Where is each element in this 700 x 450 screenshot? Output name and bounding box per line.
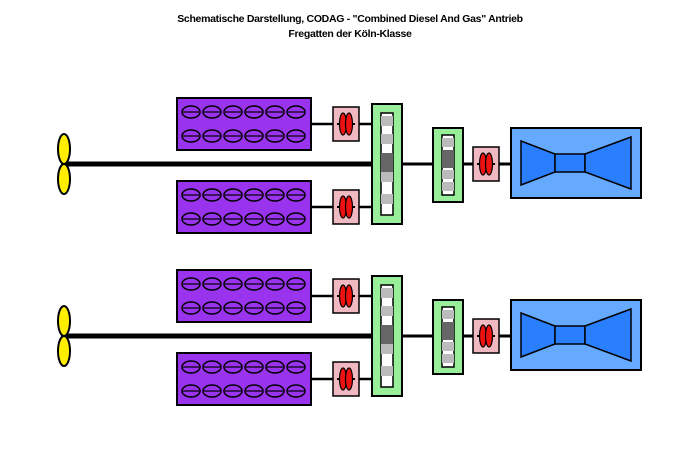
diesel-engine [176,180,312,234]
coupling-ring [344,284,354,308]
gear [442,310,454,319]
gear [442,170,454,179]
title-line-2: Fregatten der Köln-Klasse [288,28,412,40]
gear [381,153,393,175]
coupling-ring [344,112,354,136]
diesel-engine [176,97,312,151]
propulsion-shaft-upper [57,97,642,234]
gear [442,150,454,168]
gear [442,182,454,191]
propeller-icon [57,305,71,367]
combustion-chamber [554,325,586,345]
turbine-gearbox [432,127,464,203]
coupling-ring [484,152,494,176]
coupling [472,146,500,182]
diesel-engine [176,352,312,406]
gear [442,322,454,340]
turbine-cone [584,307,632,363]
coupling [332,361,360,397]
gear [381,344,393,354]
engine-block [176,269,312,323]
coupling-ring [484,324,494,348]
gear [442,342,454,351]
propeller-icon [57,133,71,195]
engine-block [176,352,312,406]
diagram-title: Schematische Darstellung, CODAG - "Combi… [0,12,700,42]
gear [442,138,454,147]
title-line-1: Schematische Darstellung, CODAG - "Combi… [177,13,523,25]
coupling-ring [344,195,354,219]
combustion-chamber [554,153,586,173]
engine-block [176,180,312,234]
propulsion-shaft-lower [57,269,642,406]
turbine-cone [584,135,632,191]
coupling [332,106,360,142]
coupling-ring [344,367,354,391]
gear [381,194,393,204]
main-gearbox [371,275,403,397]
coupling [332,189,360,225]
gas-turbine-icon [510,299,642,371]
coupling [472,318,500,354]
coupling [332,278,360,314]
gear [442,354,454,363]
gear [381,288,393,298]
turbine-gearbox [432,299,464,375]
gear [381,116,393,126]
diesel-engine [176,269,312,323]
main-gearbox [371,103,403,225]
gear [381,366,393,376]
propeller-blade [57,305,71,337]
propeller-blade [57,335,71,367]
gas-turbine-icon [510,127,642,199]
propeller-blade [57,133,71,165]
gear [381,172,393,182]
gear [381,325,393,347]
gear [381,134,393,144]
gear [381,306,393,316]
propeller-blade [57,163,71,195]
engine-block [176,97,312,151]
